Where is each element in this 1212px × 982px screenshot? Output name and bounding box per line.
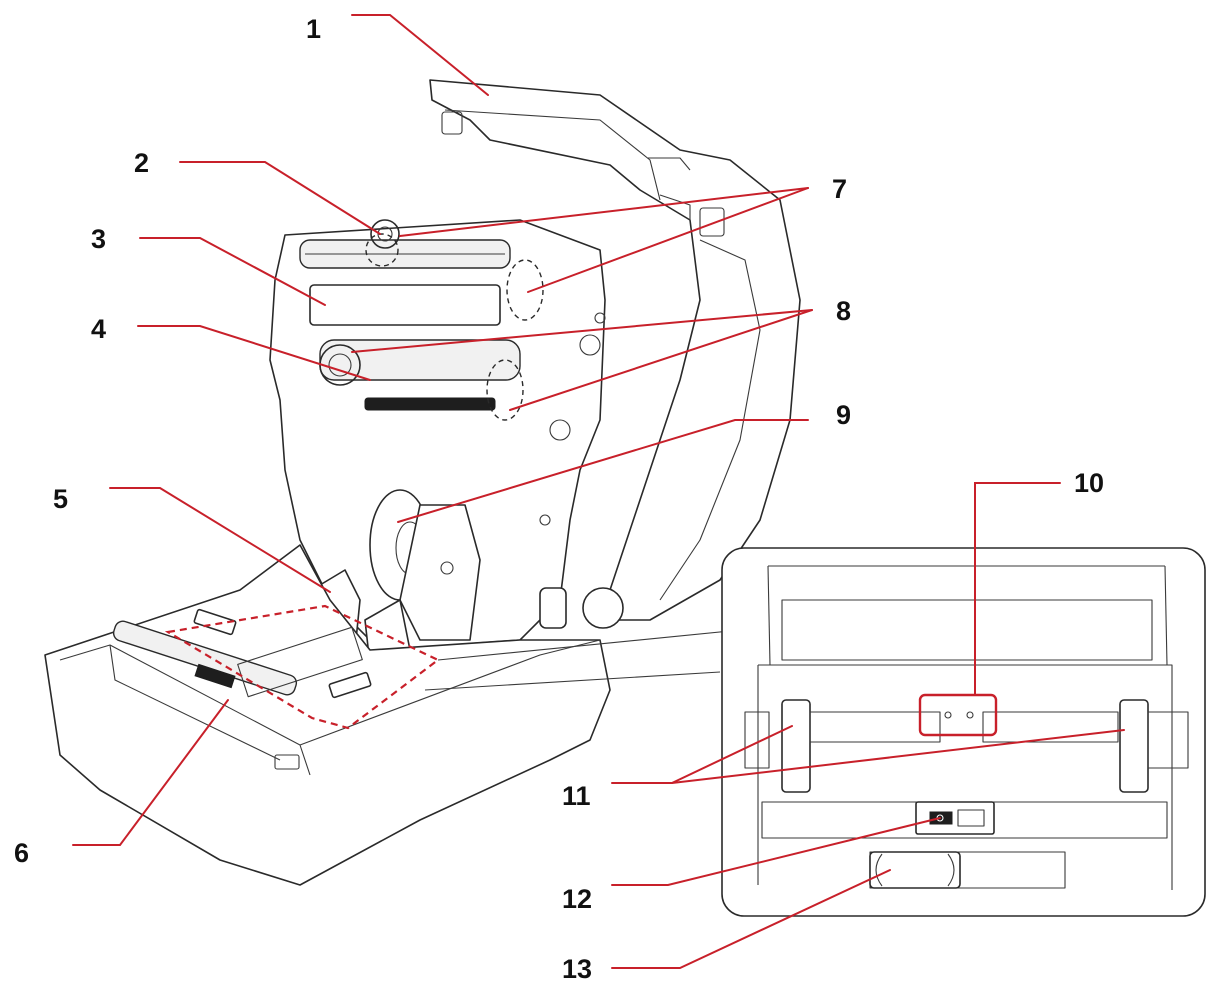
part-number-labels: 1 2 3 4 5 6 7 8 9 10 11 12 13 (14, 14, 1104, 982)
sensor-area-highlight (164, 604, 441, 730)
label-8: 8 (836, 296, 851, 326)
label-2: 2 (134, 148, 149, 178)
label-7: 7 (832, 174, 847, 204)
leader-10 (974, 482, 1061, 696)
print-head-assembly (269, 219, 606, 651)
label-5: 5 (53, 484, 68, 514)
label-11: 11 (562, 781, 591, 811)
label-12: 12 (562, 884, 592, 914)
label-3: 3 (91, 224, 106, 254)
detail-inset (424, 547, 1206, 917)
label-4: 4 (91, 314, 106, 344)
leader-3 (139, 237, 326, 306)
leader-8b (509, 309, 813, 411)
leader-5 (109, 487, 331, 593)
leader-7a (399, 187, 809, 237)
leader-9 (397, 419, 809, 523)
leader-lines (72, 14, 1125, 969)
label-10: 10 (1074, 468, 1104, 498)
printer-illustration (44, 79, 801, 886)
leader-7b (527, 187, 809, 293)
leader-2 (179, 161, 381, 235)
label-9: 9 (836, 400, 851, 430)
leader-6 (72, 699, 229, 846)
label-1: 1 (306, 14, 321, 44)
leader-1 (351, 14, 489, 96)
leader-12 (611, 817, 941, 886)
sensor-callout-box (918, 693, 998, 737)
media-holder (319, 489, 624, 666)
leader-8a (351, 309, 813, 353)
leader-13 (611, 869, 891, 969)
leader-4 (137, 325, 371, 381)
label-6: 6 (14, 838, 29, 868)
label-13: 13 (562, 954, 592, 982)
leader-11b (671, 729, 1125, 784)
